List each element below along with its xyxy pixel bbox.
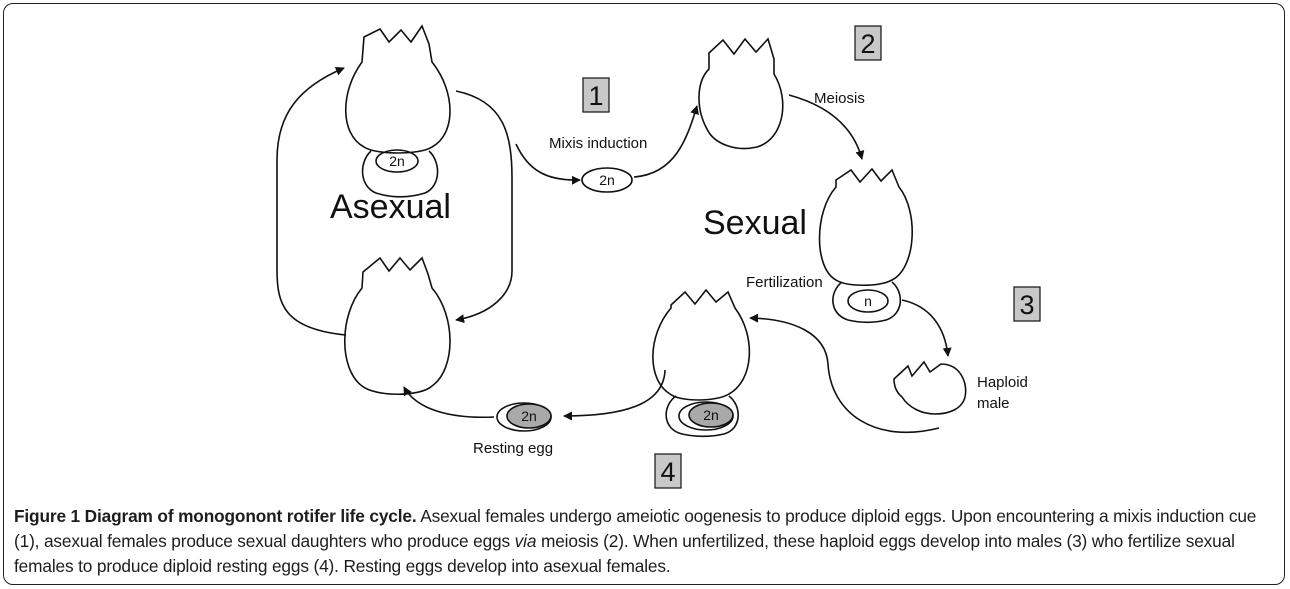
caption-via: via <box>515 531 537 551</box>
mixis-induction-label: Mixis induction <box>549 135 647 152</box>
resting-egg-arrow <box>564 370 665 416</box>
ploidy-resting-egg: 2n <box>521 408 537 424</box>
asexual-label: Asexual <box>330 188 451 226</box>
caption-title: Figure 1 Diagram of monogonont rotifer l… <box>14 506 417 526</box>
step-3-number: 3 <box>1019 290 1034 320</box>
life-cycle-diagram: 1 2 3 4 Asexual Sexual Mixis induction M… <box>4 4 1285 504</box>
step-2-number: 2 <box>860 29 875 59</box>
male-label: male <box>977 395 1010 412</box>
meiosis-label: Meiosis <box>814 90 865 107</box>
male-development-arrow <box>902 300 948 356</box>
ploidy-resting-egg-female: 2n <box>703 407 719 423</box>
sexual-label: Sexual <box>703 204 807 242</box>
haploid-label: Haploid <box>977 374 1028 391</box>
asexual-cycle-right-arrow <box>456 91 512 320</box>
figure-frame: 1 2 3 4 Asexual Sexual Mixis induction M… <box>3 3 1285 585</box>
ploidy-asexual-egg: 2n <box>389 153 405 169</box>
hatching-arrow <box>404 387 494 417</box>
ploidy-haploid-egg: n <box>864 293 872 309</box>
sexual-female-top <box>699 39 783 148</box>
resting-egg-label: Resting egg <box>473 440 553 457</box>
fertilization-arrow <box>750 318 939 432</box>
step-1-number: 1 <box>588 81 603 111</box>
haploid-male <box>894 362 966 414</box>
step-4-number: 4 <box>660 457 675 487</box>
ploidy-mixis-egg: 2n <box>599 172 615 188</box>
fertilization-label: Fertilization <box>746 274 823 291</box>
asexual-female-bottom <box>345 258 450 394</box>
asexual-female-top <box>346 26 450 197</box>
figure-caption: Figure 1 Diagram of monogonont rotifer l… <box>14 504 1276 579</box>
